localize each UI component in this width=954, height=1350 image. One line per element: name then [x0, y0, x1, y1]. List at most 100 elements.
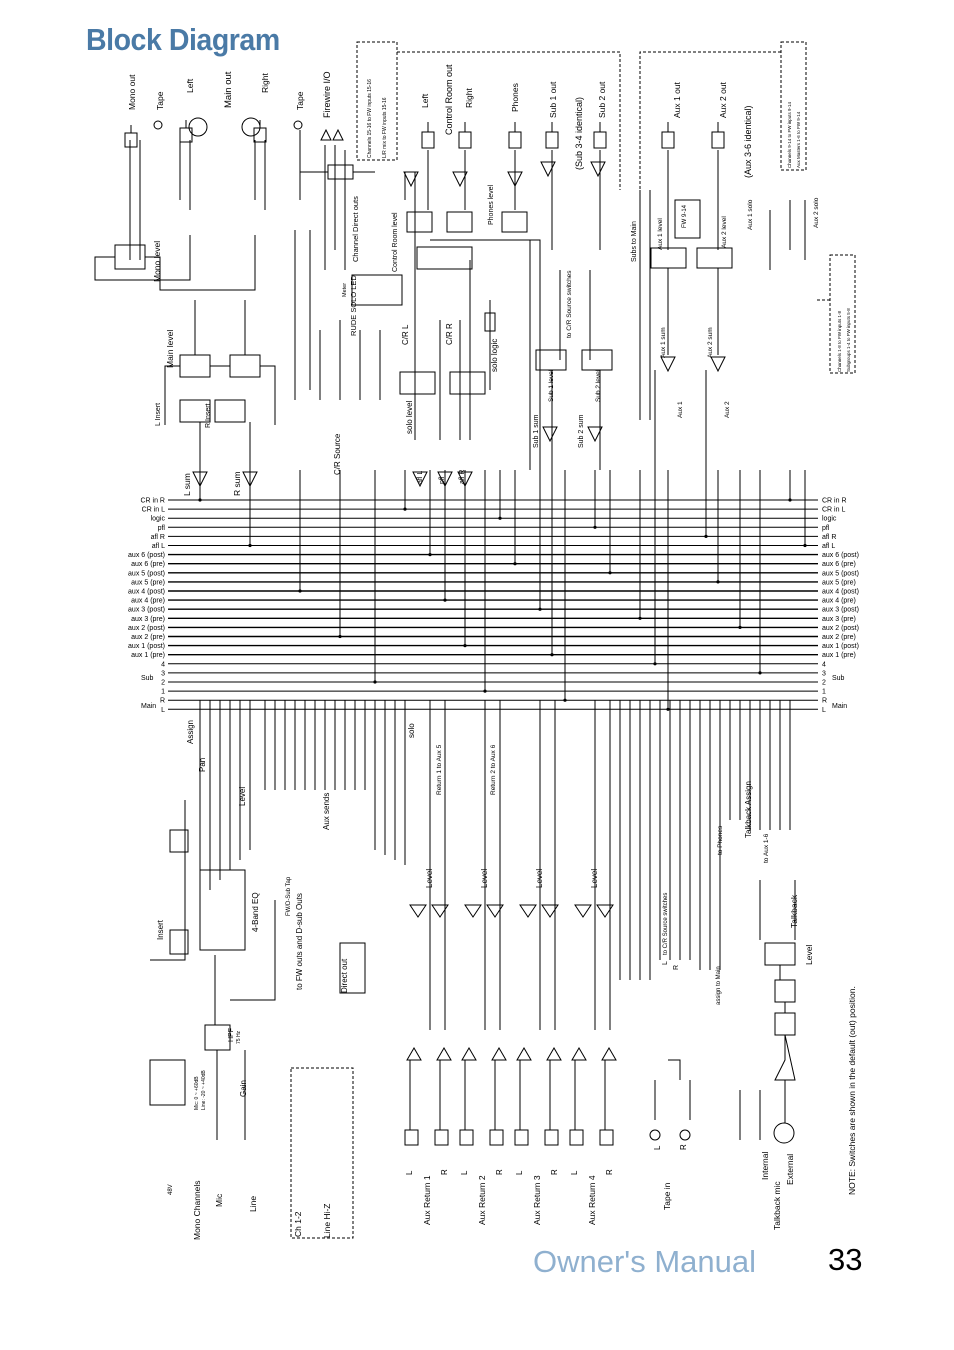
to-cr-source-label: to C/R Source switches [566, 270, 573, 338]
bus-label-right: CR in R [822, 498, 847, 505]
fw914-label: FW 9-14 [682, 204, 688, 228]
to-fw-outs-label: to FW outs and D-sub Outs [295, 893, 304, 990]
talkback-assign-label: Talkback Assign [744, 781, 753, 838]
bus-label-left: aux 4 (pre) [131, 598, 165, 605]
ch12-box [290, 1067, 354, 1239]
tb-level-label: Level [804, 945, 814, 965]
l-label: L [662, 961, 669, 965]
assign-to-main-label: assign to Main [716, 966, 722, 1005]
bus-label-left: CR in L [142, 507, 165, 514]
hpf-block [204, 1024, 231, 1051]
return-level-label: Level [425, 869, 434, 888]
main-group-label: Main [141, 703, 156, 710]
talkback-label: Talkback [789, 894, 799, 928]
right-label: Right [260, 73, 270, 93]
r-label: R [679, 1144, 688, 1150]
bus-label-left: aux 5 (post) [128, 570, 165, 577]
bus-label-right: aux 1 (post) [822, 643, 859, 650]
bus-label-left: 4 [161, 661, 165, 668]
fw-note: L/R mix to FW inputs 15-16 [382, 97, 388, 158]
firewire-io-label: Firewire I/O [322, 71, 332, 118]
bus-label-right: aux 2 (pre) [822, 634, 856, 641]
l-label: L [405, 1170, 414, 1175]
l-insert-label: L Insert [155, 403, 162, 426]
band-eq-label: 4-Band EQ [251, 892, 260, 932]
aux-return-label: Aux Return 3 [532, 1175, 542, 1225]
mic-label: Mic [214, 1193, 224, 1207]
bus-label-left: aux 6 (pre) [131, 561, 165, 568]
fw-note-box-mid [829, 254, 856, 374]
control-room-level-label: Control Room level [392, 212, 399, 272]
aux36-label: (Aux 3-6 identical) [743, 105, 753, 178]
tape-in-label: Tape in [662, 1182, 672, 1210]
meter [351, 274, 403, 306]
solo-logic-label: solo logic [490, 339, 499, 372]
mono-channels-label: Mono Channels [192, 1180, 202, 1240]
r-sum-label: R sum [232, 471, 242, 496]
bus-label-right: CR in L [822, 507, 845, 514]
sub1-level-label: Sub 1 level [548, 369, 555, 402]
fw-note-box-right [780, 41, 807, 171]
l-sum-label: L sum [182, 473, 192, 496]
phones-label: Phones [510, 83, 520, 112]
aux2-label: Aux 2 [724, 401, 731, 418]
bus-label-left: aux 5 (pre) [131, 579, 165, 586]
gain-label: Gain [239, 1080, 248, 1097]
fw-note: Aux Masters 1-6 to FW 9-14 [796, 111, 801, 168]
aux-return-label: Aux Return 2 [477, 1175, 487, 1225]
cr-source-label: C/R Source [333, 433, 342, 475]
sub1-out-label: Sub 1 out [548, 81, 558, 118]
bus-label-left: R [160, 698, 165, 705]
bus-label-right: aux 6 (post) [822, 552, 859, 559]
to-phones-label: to Phones [717, 825, 724, 855]
to-cr-source-label: to C/R Source switches [663, 893, 669, 955]
main-level-l [179, 354, 211, 378]
bus-label-left: aux 2 (pre) [131, 634, 165, 641]
sub2-level-label: Sub 2 level [595, 369, 602, 402]
bus-label-right: 1 [822, 689, 826, 696]
meter-label: Meter [342, 283, 348, 297]
bus-label-right: aux 4 (post) [822, 589, 859, 596]
r-label: R [673, 965, 680, 970]
bus-label-left: aux 2 (post) [128, 625, 165, 632]
sub1-sum-label: Sub 1 sum [533, 414, 540, 448]
bus-label-left: pfl [158, 525, 166, 532]
l-label: L [515, 1170, 524, 1175]
mic-range-label: Mic: 0 ~ +60dB [194, 1076, 200, 1110]
r-label: R [550, 1169, 559, 1175]
direct-out-connector [339, 942, 366, 994]
pfl-label: pfl [439, 476, 446, 484]
main-group-label: Main [832, 703, 847, 710]
line-hiz-label: Line Hi-Z [322, 1204, 332, 1238]
bus-label-left: L [161, 707, 165, 714]
l-label: L [653, 1145, 662, 1150]
hpf-freq-label: 75 Hz [236, 1030, 242, 1044]
sub34-label: (Sub 3-4 identical) [574, 97, 584, 170]
mono-level-label: Mono level [152, 241, 162, 282]
r-label: R [605, 1169, 614, 1175]
level-label: Level [238, 787, 247, 806]
cr-right-label: Right [464, 88, 474, 108]
bus-label-right: aux 3 (post) [822, 607, 859, 614]
fw-note: Channels 9-14 to FW inputs 9-14 [787, 101, 792, 168]
pan-label: Pan [198, 758, 207, 772]
aux1-sum-label: Aux 1 sum [660, 327, 667, 358]
fw-note: Channels 1-8 to FW inputs 1-8 [837, 310, 842, 372]
cr-r-label: C/R R [445, 323, 454, 345]
main-level-label: Main level [165, 330, 175, 368]
owners-manual-label: Owner's Manual [533, 1244, 757, 1279]
assign-label: Assign [186, 720, 195, 744]
bus-label-right: aux 2 (post) [822, 625, 859, 632]
bus-label-left: aux 6 (post) [128, 552, 165, 559]
l-label: L [460, 1170, 469, 1175]
page-title: Block Diagram [86, 22, 280, 57]
sub-group-label: Sub [832, 675, 845, 682]
r-insert-label: R Insert [205, 403, 212, 428]
fw-note: Subgroups 1-4 to FW inputs 5-8 [846, 308, 851, 372]
aux-sends-label: Aux sends [322, 793, 331, 830]
rude-solo-led-label: RUDE SOLO LED [349, 275, 358, 336]
bus-label-left: 1 [161, 689, 165, 696]
page-number: 33 [828, 1242, 863, 1277]
l-label: L [570, 1170, 579, 1175]
